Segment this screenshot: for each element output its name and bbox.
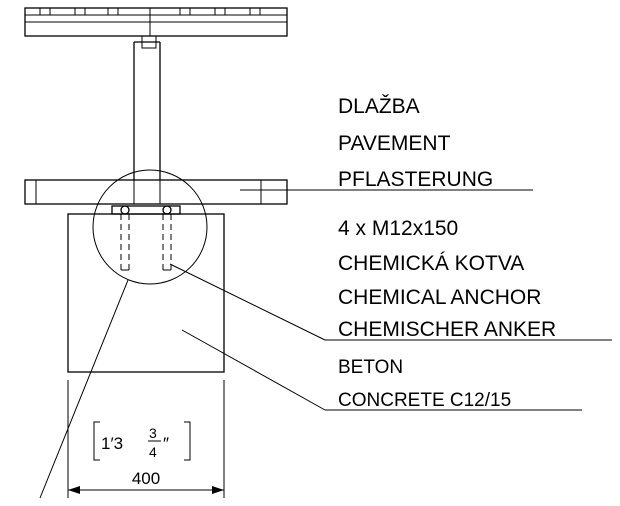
chemical-anchors [120, 214, 172, 271]
label-anchor-spec: 4 x M12x150 [338, 217, 458, 240]
label-concrete-cz: BETON [338, 357, 403, 378]
base-plate [111, 205, 181, 215]
pavement-layer [24, 179, 288, 205]
leader-lines [39, 189, 612, 499]
label-pavement-cz: DLAŽBA [338, 95, 420, 118]
label-concrete-en: CONCRETE C12/15 [338, 390, 511, 411]
label-pavement-de: PFLASTERUNG [338, 168, 493, 191]
label-anchor-de: CHEMISCHER ANKER [338, 318, 556, 341]
dimension-metric: 400 [132, 469, 160, 488]
dimension-imperial-suffix: ″ [163, 434, 169, 453]
support-post [133, 41, 161, 180]
detail-circle [92, 169, 208, 285]
width-dimension [67, 380, 225, 498]
dimension-imperial-denominator: 4 [149, 444, 157, 460]
label-pavement-en: PAVEMENT [338, 132, 451, 155]
dimension-imperial: 1′3 [101, 434, 123, 453]
dimension-imperial-numerator: 3 [149, 425, 157, 441]
label-anchor-cz: CHEMICKÁ KOTVA [338, 252, 524, 275]
concrete-block [67, 213, 225, 373]
label-anchor-en: CHEMICAL ANCHOR [338, 286, 541, 309]
